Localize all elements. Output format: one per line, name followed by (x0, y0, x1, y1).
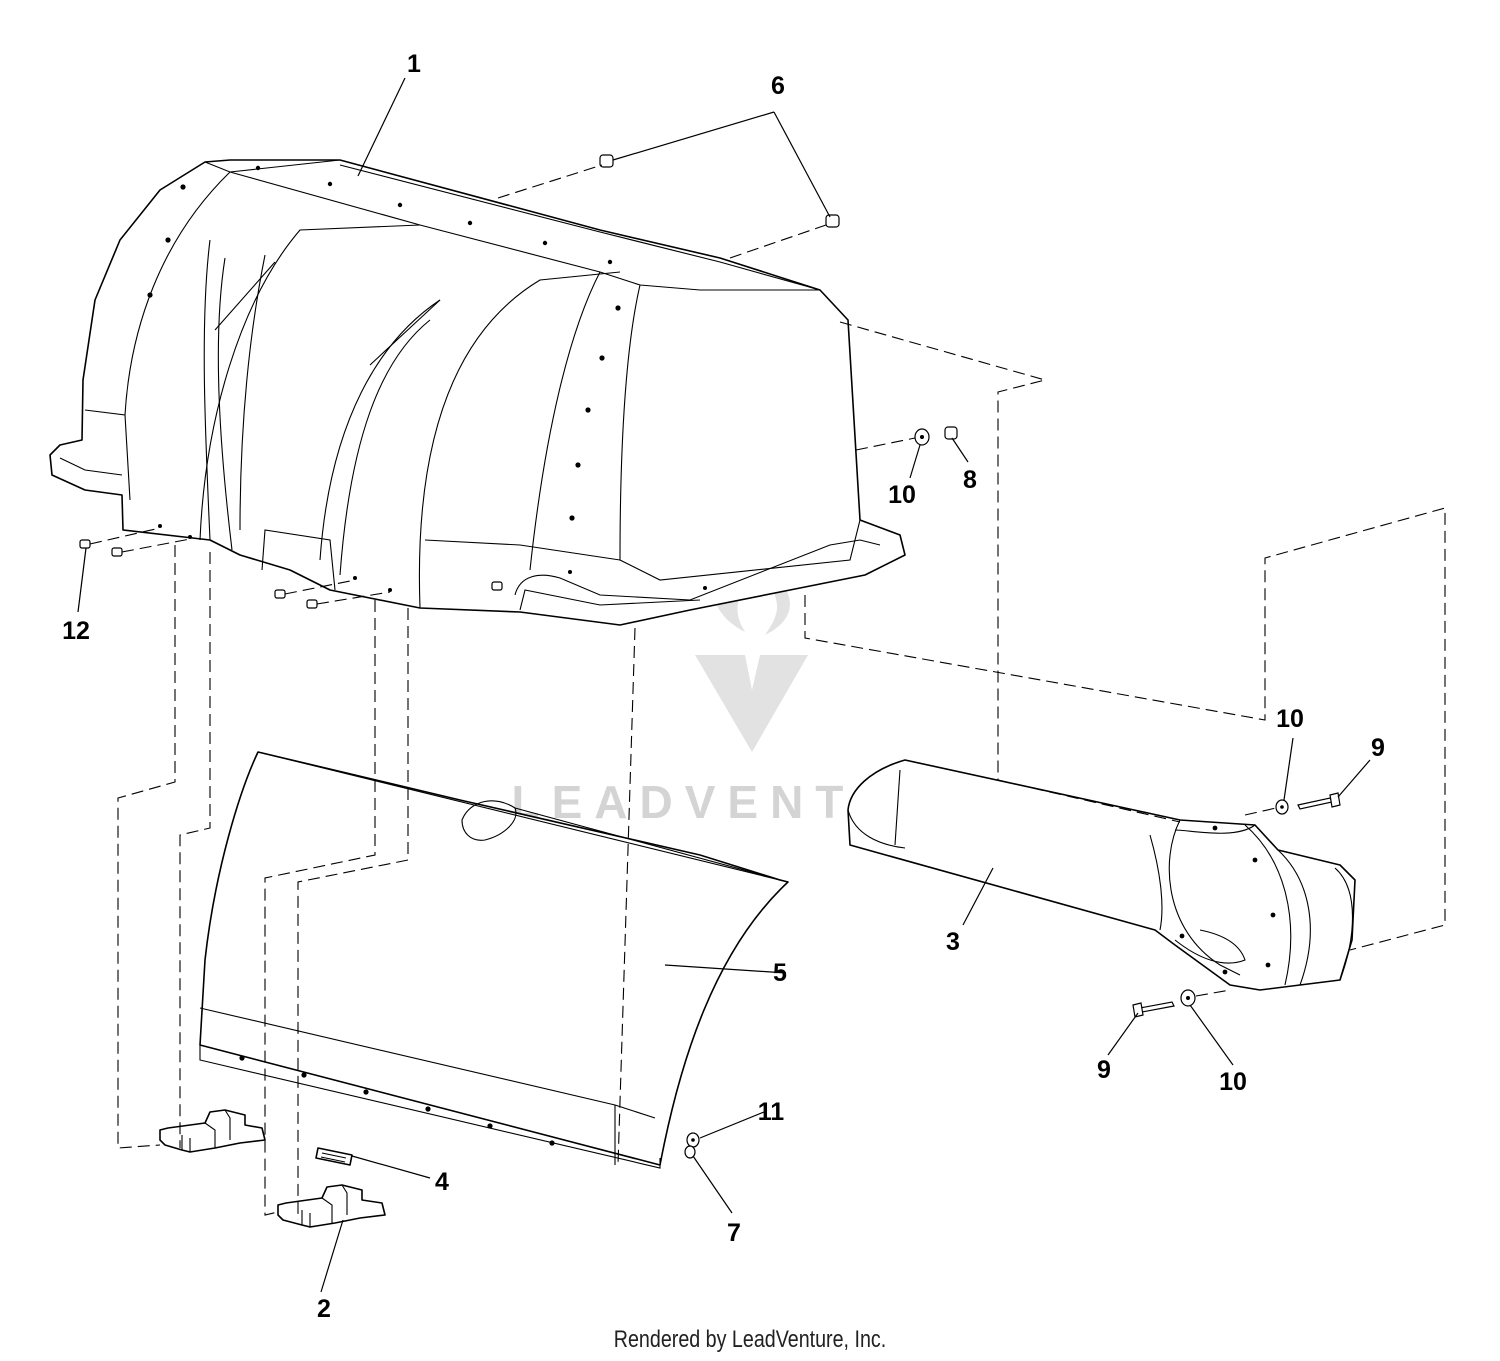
part-2-brackets (159, 1109, 386, 1228)
callout-1: 1 (407, 50, 421, 78)
part-11-washer-part-7-nut (684, 1132, 700, 1159)
part-6-nuts (497, 154, 840, 259)
shroud-mounting-holes (147, 165, 707, 592)
callout-12: 12 (62, 617, 90, 645)
part-4-decal (315, 1147, 353, 1166)
part-5-deflector (199, 751, 789, 1169)
callout-10-right-top: 10 (1276, 705, 1304, 733)
chute-flange-holes (1179, 825, 1276, 975)
callout-labels: 1 6 10 8 12 3 5 11 4 7 2 10 9 9 10 (62, 50, 1385, 1323)
part-3-chute (847, 759, 1356, 991)
part-12-screws (79, 527, 503, 609)
part-9-bolts-part-10-washers (1132, 792, 1341, 1018)
callout-9-right: 9 (1371, 734, 1385, 762)
callout-7: 7 (727, 1219, 741, 1247)
callout-10-top: 10 (888, 481, 916, 509)
callout-10-bottom: 10 (1219, 1068, 1247, 1096)
callout-2: 2 (317, 1295, 331, 1323)
watermark-v-logo (695, 655, 808, 752)
footer-credit: Rendered by LeadVenture, Inc. (613, 1326, 887, 1353)
callout-5: 5 (773, 959, 787, 987)
callout-3: 3 (946, 928, 960, 956)
callout-9-bottom: 9 (1097, 1056, 1111, 1084)
callout-4: 4 (435, 1168, 449, 1196)
part-8-nut-part-10-washer (855, 426, 958, 451)
deflector-holes (239, 1055, 555, 1146)
callout-8: 8 (963, 466, 977, 494)
callout-11: 11 (758, 1098, 785, 1126)
part-1-shroud (49, 159, 906, 626)
callout-6: 6 (771, 72, 785, 100)
alignment-lines (117, 321, 1446, 1220)
leader-lines (77, 77, 1371, 1293)
